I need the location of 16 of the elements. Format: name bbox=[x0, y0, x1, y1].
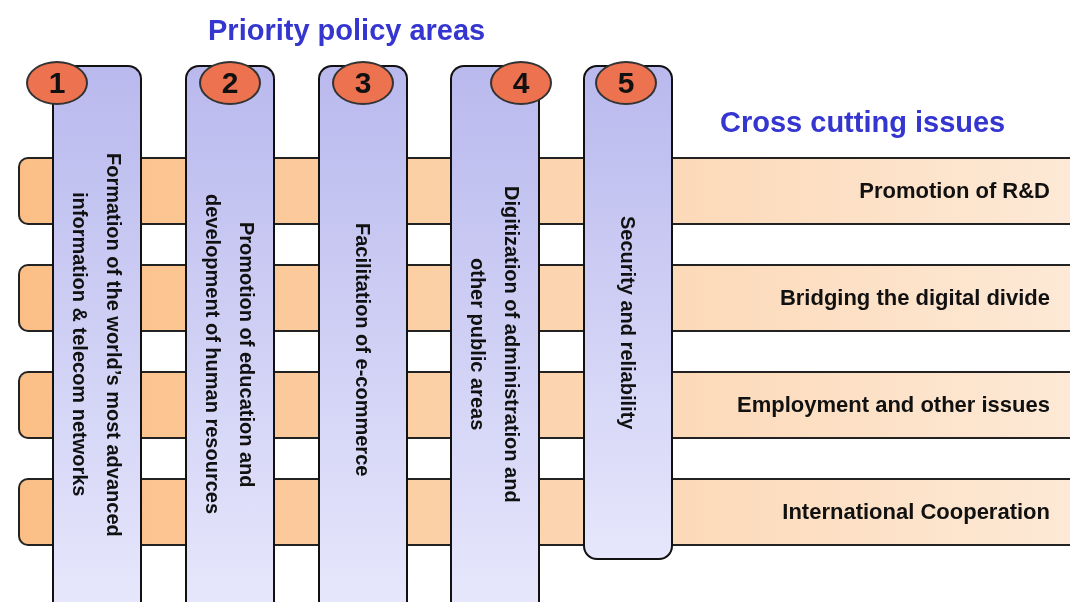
section-heading: Cross cutting issues bbox=[720, 106, 1006, 139]
policy-label: Promotion of education and development of human resources bbox=[201, 193, 259, 517]
policy-label: Digitization of administration and other public areas bbox=[466, 185, 524, 505]
issue-label: Employment and other issues bbox=[737, 392, 1050, 418]
issue-label: Promotion of R&D bbox=[859, 178, 1050, 204]
issue-label: Bridging the digital divide bbox=[779, 285, 1050, 311]
section-heading: Priority policy areas bbox=[208, 14, 486, 47]
policy-label: Security and reliability bbox=[616, 215, 640, 430]
number-badge: 1 bbox=[26, 61, 88, 105]
policy-label: Facilitation of e-commerce bbox=[351, 222, 375, 477]
number-badge: 3 bbox=[332, 61, 394, 105]
number-badge: 4 bbox=[490, 61, 552, 105]
issue-label: International Cooperation bbox=[782, 499, 1050, 525]
number-badge: 2 bbox=[199, 61, 261, 105]
policy-label: Formation of the world’s most advanced information & telecom networks bbox=[68, 151, 126, 539]
number-badge: 5 bbox=[595, 61, 657, 105]
